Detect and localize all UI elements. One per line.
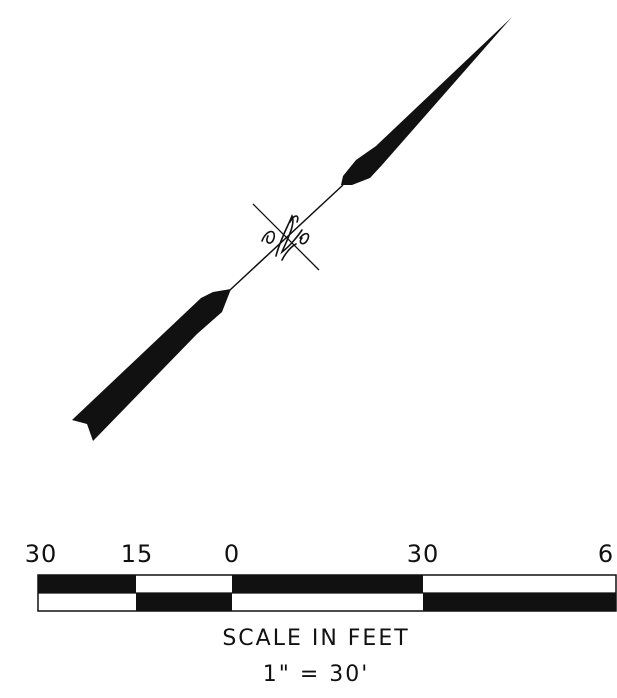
north-arrow-crosshair-line	[252, 203, 320, 271]
north-arrow-upper-blade	[341, 17, 512, 185]
north-monogram-icon	[261, 214, 310, 261]
scale-tick-label: 6	[598, 540, 614, 568]
scale-tick-label: 30	[407, 540, 440, 568]
scale-tick-label: 15	[121, 540, 154, 568]
scale-ratio: 1" = 30'	[263, 662, 370, 687]
scale-bar-segment	[136, 593, 232, 611]
scale-bar-segment	[423, 593, 616, 611]
scale-tick-label: 30	[25, 540, 58, 568]
scale-bar-segment	[232, 575, 423, 593]
scale-caption: SCALE IN FEET	[222, 626, 409, 651]
north-arrow-lower-blade	[72, 289, 231, 441]
scale-bar: 30 15 0 30 6	[25, 540, 617, 612]
scale-bar-segment	[38, 575, 136, 593]
north-arrow	[72, 17, 512, 441]
scale-tick-label: 0	[224, 540, 240, 568]
